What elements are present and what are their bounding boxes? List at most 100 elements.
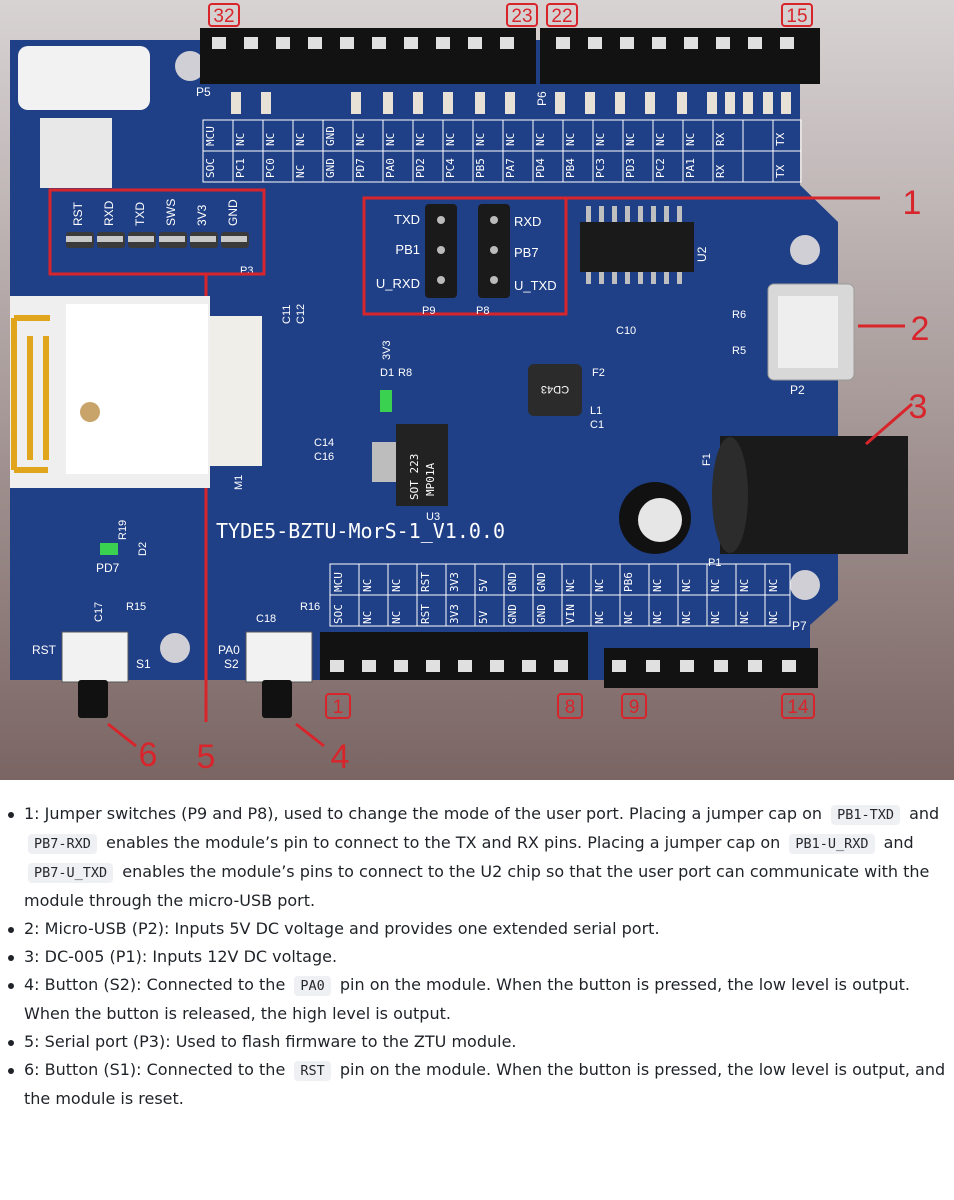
header-pin [458, 660, 472, 672]
ref-c16: C16 [314, 451, 334, 463]
top-pin-label: PD4 [534, 158, 547, 178]
header-pin [362, 660, 376, 672]
led-d1 [380, 390, 392, 412]
header-number: 32 [213, 6, 234, 27]
p3-pin-label: GND [226, 199, 240, 226]
led-resistor [743, 92, 753, 114]
bottom-pin-label: NC [767, 579, 780, 592]
ref-c12: C12 [295, 304, 307, 324]
bottom-pin-label: PB6 [622, 572, 635, 592]
callout-3: 3 [909, 388, 928, 426]
p9-pin-label: PB1 [395, 242, 420, 257]
ref-3v3: 3V3 [381, 340, 393, 360]
header-pin [684, 37, 698, 49]
led-resistor [505, 92, 515, 114]
led-resistor [781, 92, 791, 114]
code-pa0: PA0 [294, 976, 331, 996]
ref-p2: P2 [790, 383, 805, 397]
p8-pin-label: RXD [514, 214, 541, 229]
board-title: TYDE5-BZTU-MorS-1_V1.0.0 [216, 519, 505, 543]
ref-pd7: PD7 [96, 561, 120, 575]
header-pin [714, 660, 728, 672]
led-resistor [677, 92, 687, 114]
ref-r15: R15 [126, 601, 146, 613]
callout-box-5 [48, 188, 266, 276]
top-pin-label: NC [414, 133, 427, 146]
top-pin-label: NC [384, 133, 397, 146]
top-pin-label: NC [474, 133, 487, 146]
footer-number-box [781, 693, 815, 719]
footer-number: 1 [333, 697, 344, 718]
ref-m1: M1 [233, 475, 245, 490]
description-item-3: 3: DC-005 (P1): Inputs 12V DC voltage. [8, 943, 954, 971]
p9-pin-label: TXD [394, 212, 420, 227]
header-pin [340, 37, 354, 49]
top-pin-label: PD7 [354, 158, 367, 178]
bottom-pin-label: SOC [332, 604, 345, 624]
top-pin-label: PA0 [384, 158, 397, 178]
header-pin [620, 37, 634, 49]
top-pin-label: NC [564, 133, 577, 146]
ref-p6: P6 [535, 91, 549, 106]
bottom-pin-label: GND [506, 572, 519, 592]
header-pin [588, 37, 602, 49]
callout-4: 4 [331, 738, 350, 776]
led-resistor [351, 92, 361, 114]
bottom-header-pins [330, 660, 796, 672]
bottom-pin-labels: MCUSOCNCNCNCNCRSTRST3V33V35V5VGNDGNDGNDG… [329, 564, 780, 626]
description-list: 1: Jumper switches (P9 and P8), used to … [0, 800, 954, 1113]
top-pin-label: PB4 [564, 158, 577, 178]
code-rst: RST [294, 1061, 331, 1081]
description-text: and [909, 804, 940, 823]
header-number-box [208, 3, 240, 27]
description-text: 4: Button (S2): Connected to the [24, 975, 286, 994]
bottom-pin-label: 5V [477, 610, 490, 624]
ref-sot: SOT 223 [408, 454, 421, 500]
bottom-pin-label: VIN [564, 604, 577, 624]
led-resistor [615, 92, 625, 114]
top-pin-label: TX [774, 132, 787, 146]
header-pin [436, 37, 450, 49]
footer-number-box [557, 693, 583, 719]
ref-r19: R19 [117, 520, 129, 540]
bottom-pin-label: NC [709, 611, 722, 624]
header-pin [680, 660, 694, 672]
ref-s1: S1 [136, 657, 151, 671]
ref-p5: P5 [196, 85, 211, 99]
led-resistor [725, 92, 735, 114]
header-pin [308, 37, 322, 49]
top-pin-label: PB5 [474, 158, 487, 178]
ref-u2: U2 [695, 246, 709, 262]
ref-d1: D1 [380, 367, 394, 379]
description-text: pin on the module. When the button is pr… [24, 975, 910, 1023]
footer-number: 14 [787, 697, 809, 718]
top-pin-label: PD2 [414, 158, 427, 178]
description-text: pin on the module. When the button is pr… [24, 1060, 946, 1108]
header-pin [554, 660, 568, 672]
bottom-pin-label: RST [419, 572, 432, 592]
top-pin-label: PC2 [654, 158, 667, 178]
bottom-pin-label: NC [738, 579, 751, 592]
p3-pin-metal [66, 236, 92, 242]
top-pin-label: NC [504, 133, 517, 146]
ref-d2: D2 [137, 542, 149, 556]
bottom-pin-label: 3V3 [448, 572, 461, 592]
p3-pin-metal [128, 236, 154, 242]
ref-f2: F2 [592, 367, 605, 379]
led-resistor [261, 92, 271, 114]
bottom-pin-label: RST [419, 604, 432, 624]
led-resistor [707, 92, 717, 114]
header-pin [748, 660, 762, 672]
top-pin-label: NC [234, 133, 247, 146]
description-text: enables the module’s pin to connect to t… [106, 833, 781, 852]
top-pin-label: NC [294, 133, 307, 146]
mount-hole [160, 633, 190, 663]
led-resistor [585, 92, 595, 114]
bottom-pin-label: NC [593, 611, 606, 624]
ref-r5: R5 [732, 345, 746, 357]
ref-mp: MP01A [424, 463, 437, 496]
bottom-pin-label: NC [564, 579, 577, 592]
p3-pin-metal [159, 236, 185, 242]
p3-pin-label: TXD [133, 202, 147, 226]
